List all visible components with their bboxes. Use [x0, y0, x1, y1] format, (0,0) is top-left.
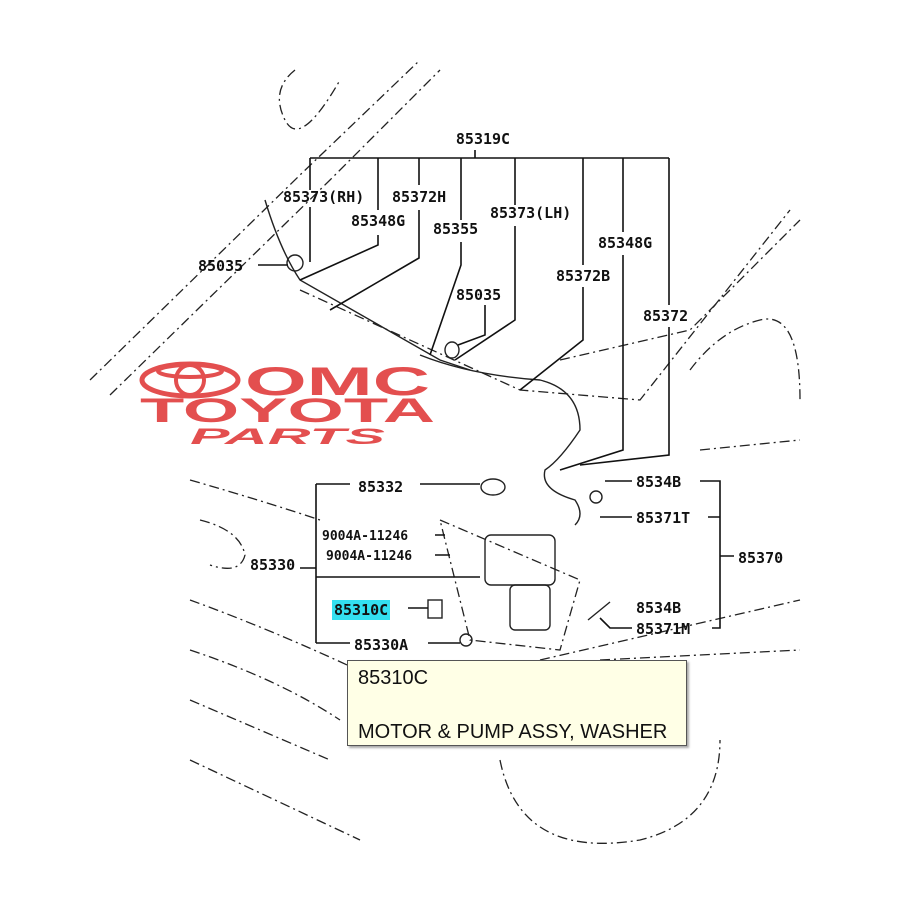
watermark-toyota: TOYOTA: [140, 392, 435, 430]
label-85372b[interactable]: 85372B: [556, 267, 610, 285]
toyota-logo-icon: [139, 361, 241, 399]
omc-toyota-parts-watermark: OMC TOYOTA PARTS: [139, 360, 435, 449]
tooltip-part-code: 85310C: [358, 667, 429, 689]
label-85348g[interactable]: 85348G: [598, 234, 652, 252]
label-85035[interactable]: 85035: [198, 257, 243, 275]
watermark-omc: OMC: [245, 360, 430, 404]
label-85373-rh[interactable]: 85373(RH): [283, 188, 364, 206]
washer-parts: [286, 254, 611, 647]
watermark-parts: PARTS: [190, 424, 386, 449]
car-outline: [89, 59, 801, 844]
part-labels: 85319C 85373(RH) 85372H 85348G 85355 853…: [198, 130, 783, 654]
label-8534b[interactable]: 8534B: [636, 473, 681, 491]
label-85372h[interactable]: 85372H: [392, 188, 446, 206]
leader-lines: [258, 150, 734, 644]
label-85355[interactable]: 85355: [433, 220, 478, 238]
label-85330a[interactable]: 85330A: [354, 636, 408, 654]
label-8534b[interactable]: 8534B: [636, 599, 681, 617]
part-tooltip: 85310C MOTOR & PUMP ASSY, WASHER: [347, 660, 687, 746]
label-85310c[interactable]: 85310C: [334, 601, 388, 619]
label-9004a-11246[interactable]: 9004A-11246: [326, 549, 412, 564]
label-85370[interactable]: 85370: [738, 549, 783, 567]
label-85373-lh[interactable]: 85373(LH): [490, 204, 571, 222]
label-85371t[interactable]: 85371T: [636, 509, 690, 527]
label-85330[interactable]: 85330: [250, 556, 295, 574]
tooltip-part-description: MOTOR & PUMP ASSY, WASHER: [358, 721, 668, 743]
label-85035[interactable]: 85035: [456, 286, 501, 304]
label-9004a-11246[interactable]: 9004A-11246: [322, 529, 408, 544]
label-85319c[interactable]: 85319C: [456, 130, 510, 148]
label-85348g[interactable]: 85348G: [351, 212, 405, 230]
label-85372[interactable]: 85372: [643, 307, 688, 325]
label-85332[interactable]: 85332: [358, 478, 403, 496]
label-85371m[interactable]: 85371M: [636, 620, 690, 638]
label-highlight: [332, 600, 390, 620]
